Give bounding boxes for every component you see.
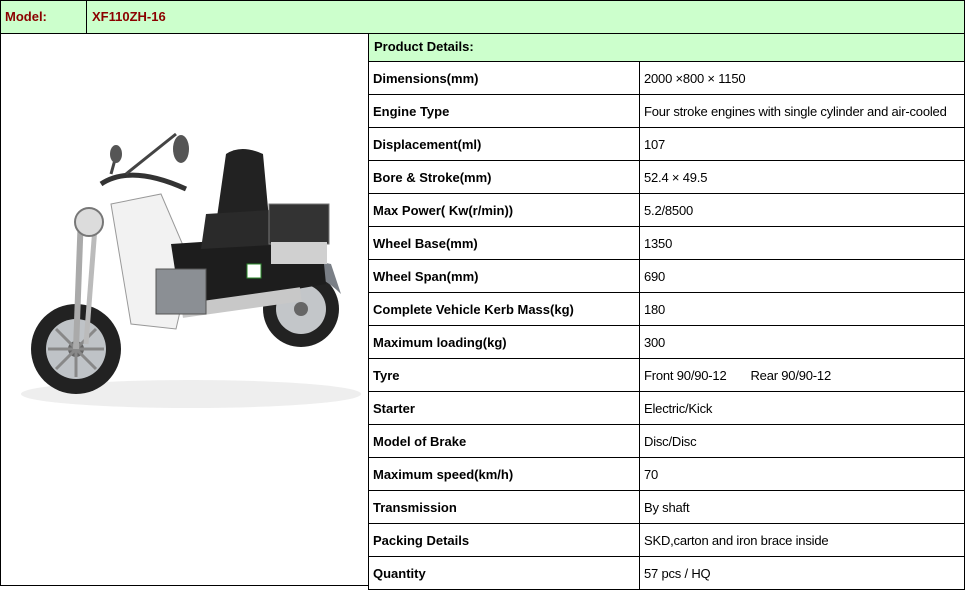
- spec-label: Quantity: [368, 556, 640, 590]
- spec-value: 107: [639, 127, 965, 161]
- spec-value: Four stroke engines with single cylinder…: [639, 94, 965, 128]
- spec-value: 690: [639, 259, 965, 293]
- spec-value: 1350: [639, 226, 965, 260]
- spec-value: 57 pcs / HQ: [639, 556, 965, 590]
- spec-value: 180: [639, 292, 965, 326]
- table-row: Bore & Stroke(mm)52.4 × 49.5: [368, 160, 965, 194]
- product-photo-cell: [0, 34, 369, 586]
- spec-value-part: Front 90/90-12: [644, 367, 727, 383]
- spec-value: Electric/Kick: [639, 391, 965, 425]
- table-row: Dimensions(mm)2000 ×800 × 1150: [368, 61, 965, 95]
- model-row: Model: XF110ZH-16: [0, 0, 965, 34]
- spec-label: Engine Type: [368, 94, 640, 128]
- table-row: Maximum loading(kg)300: [368, 325, 965, 359]
- spec-value: 300: [639, 325, 965, 359]
- spec-value: 70: [639, 457, 965, 491]
- spec-value: 2000 ×800 × 1150: [639, 61, 965, 95]
- table-row: Complete Vehicle Kerb Mass(kg)180: [368, 292, 965, 326]
- spec-label: Wheel Span(mm): [368, 259, 640, 293]
- spec-label: Tyre: [368, 358, 640, 392]
- tricycle-image: [21, 132, 361, 408]
- spec-label: Model of Brake: [368, 424, 640, 458]
- product-details-header: Product Details:: [368, 34, 965, 62]
- spec-value: Front 90/90-12 Rear 90/90-12: [639, 358, 965, 392]
- table-row: Max Power( Kw(r/min))5.2/8500: [368, 193, 965, 227]
- model-value: XF110ZH-16: [92, 9, 166, 24]
- spec-value-part: Rear 90/90-12: [750, 367, 831, 383]
- table-row: Wheel Base(mm)1350: [368, 226, 965, 260]
- spec-value: By shaft: [639, 490, 965, 524]
- spec-label: Dimensions(mm): [368, 61, 640, 95]
- spec-label: Packing Details: [368, 523, 640, 557]
- table-row: Wheel Span(mm)690: [368, 259, 965, 293]
- spec-value: SKD,carton and iron brace inside: [639, 523, 965, 557]
- spec-label: Transmission: [368, 490, 640, 524]
- spec-label: Max Power( Kw(r/min)): [368, 193, 640, 227]
- spec-value: 52.4 × 49.5: [639, 160, 965, 194]
- spec-label: Starter: [368, 391, 640, 425]
- spec-label: Wheel Base(mm): [368, 226, 640, 260]
- spec-label: Displacement(ml): [368, 127, 640, 161]
- spec-label: Complete Vehicle Kerb Mass(kg): [368, 292, 640, 326]
- model-label: Model:: [1, 1, 87, 33]
- table-row: Displacement(ml)107: [368, 127, 965, 161]
- spec-label: Maximum speed(km/h): [368, 457, 640, 491]
- spec-value: 5.2/8500: [639, 193, 965, 227]
- spec-value: Disc/Disc: [639, 424, 965, 458]
- table-row: Maximum speed(km/h)70: [368, 457, 965, 491]
- spec-label: Maximum loading(kg): [368, 325, 640, 359]
- spec-label: Bore & Stroke(mm): [368, 160, 640, 194]
